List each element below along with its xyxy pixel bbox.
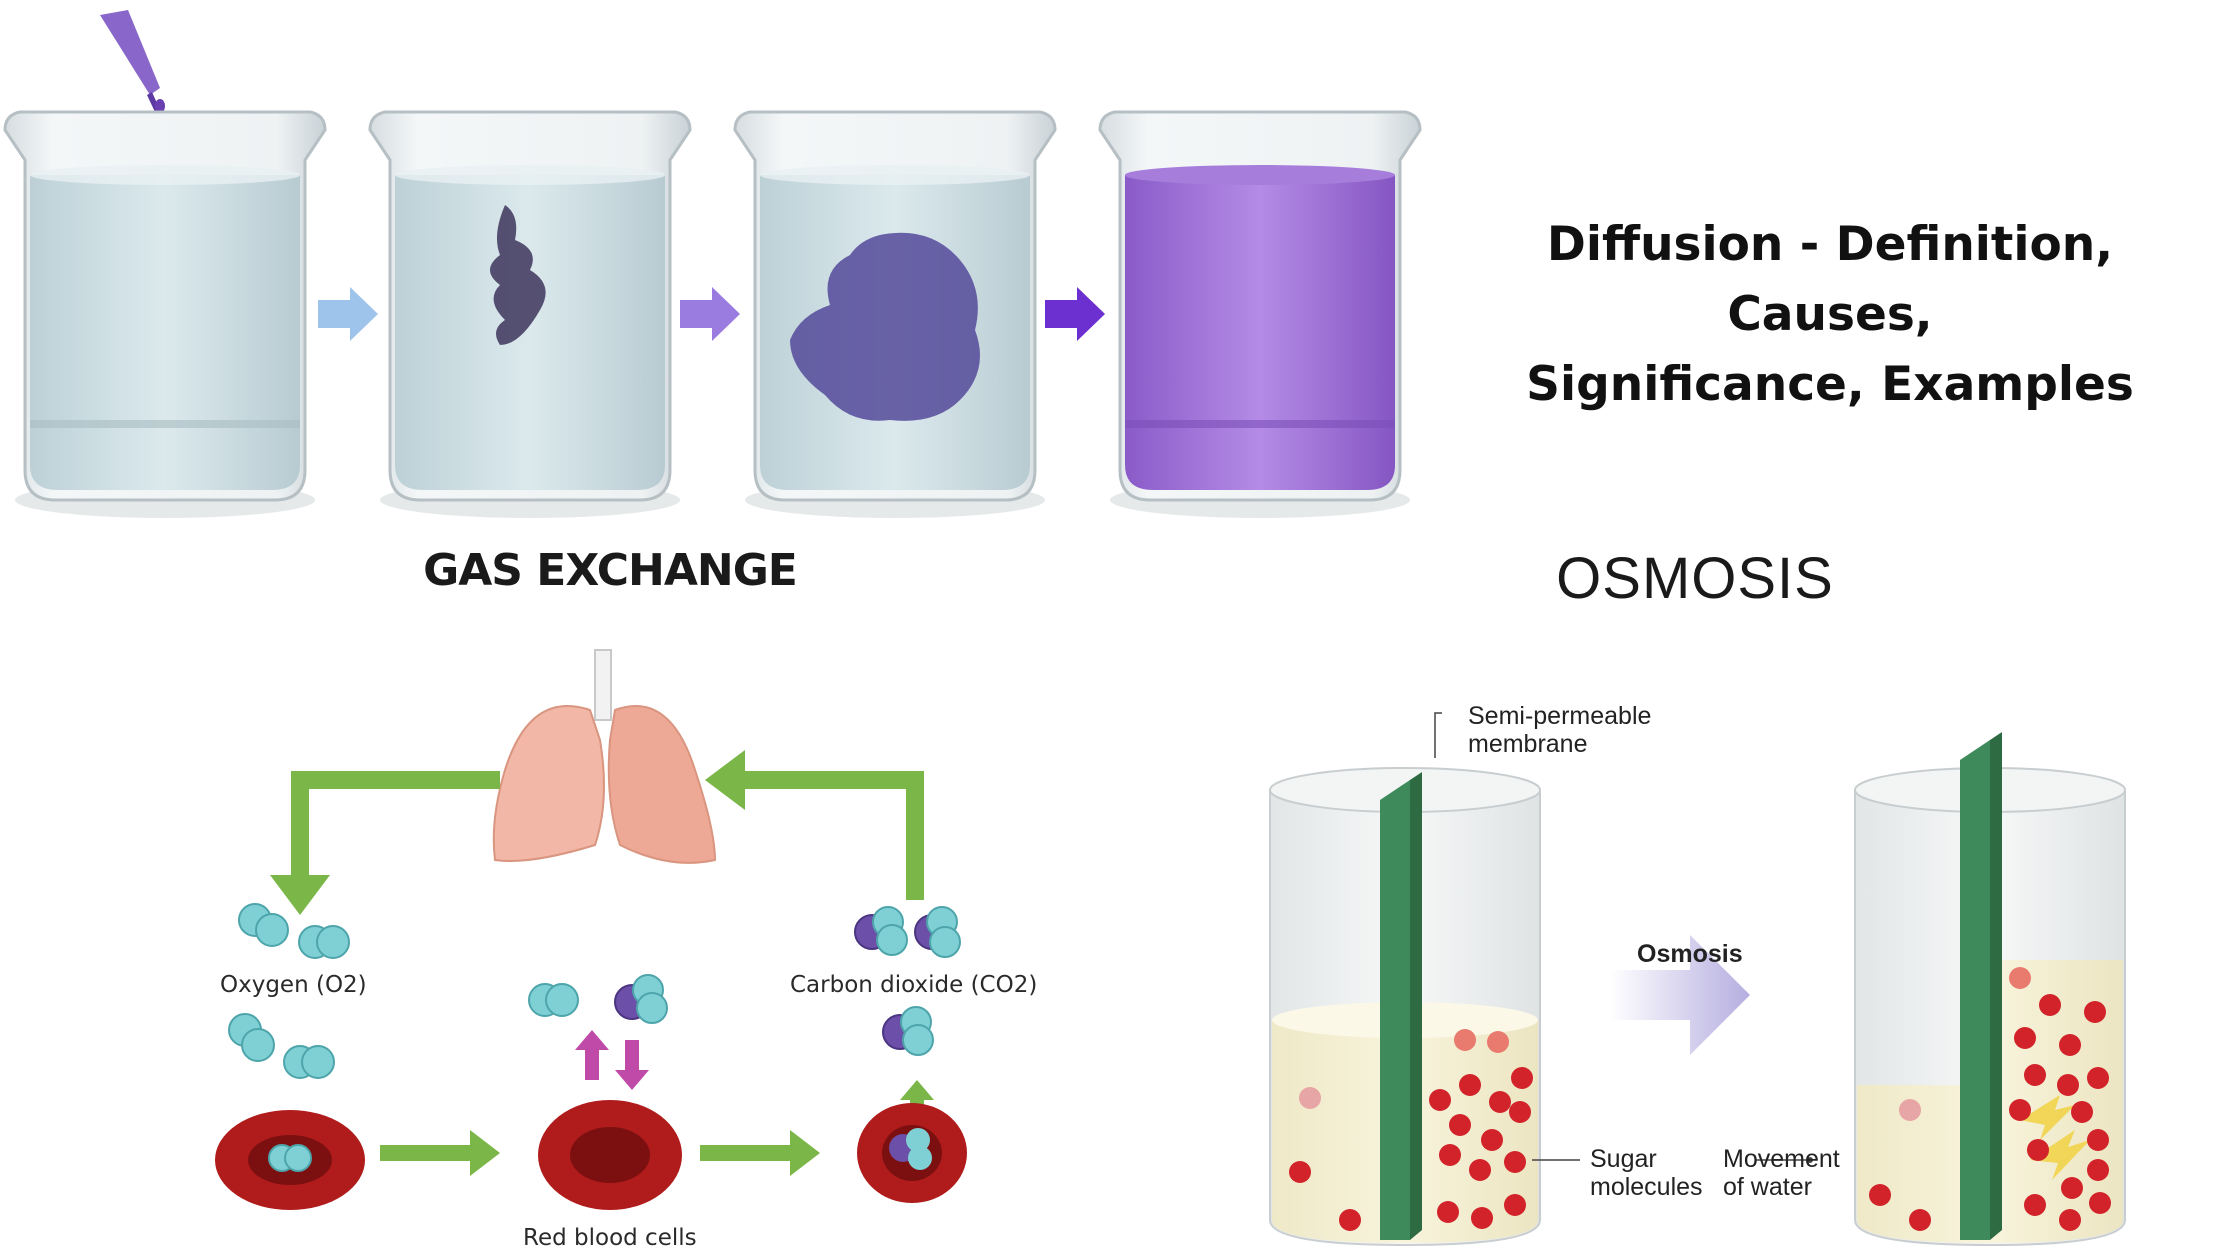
trachea-icon [594, 649, 612, 721]
sugar-label-line-1: Sugar [1590, 1145, 1657, 1173]
arrow-right-icon [680, 287, 740, 341]
red-blood-cell-icon [538, 1100, 682, 1210]
co2-label: Carbon dioxide (CO2) [790, 972, 1038, 998]
red-blood-cell-icon [215, 1110, 365, 1210]
red-blood-cells-label: Red blood cells [523, 1225, 697, 1251]
beaker-3-dye-spreading [733, 110, 1057, 518]
arrow-right-icon [318, 287, 378, 341]
osmosis-arrow-icon [1610, 935, 1750, 1055]
red-blood-cell-icon [857, 1103, 967, 1203]
page-title: Diffusion - Definition, Causes, Signific… [1450, 210, 2210, 420]
arrow-right-icon [1045, 287, 1105, 341]
water-flow-arrow-icon [2030, 1130, 2090, 1180]
oxygen-molecule-icon [228, 903, 350, 1079]
osmosis-heading: OSMOSIS [1556, 546, 1834, 611]
gas-exchange-diagram [215, 649, 967, 1210]
osmosis-diagram [1269, 712, 2126, 1247]
sugar-molecules-label: Sugar molecules [1590, 1145, 1703, 1201]
lungs-icon [492, 705, 717, 864]
beaker-4-fully-mixed [1098, 110, 1422, 518]
arrow-right-icon [380, 1130, 500, 1176]
arrow-right-icon [700, 1130, 820, 1176]
membrane-label-line-1: Semi-permeable [1468, 702, 1652, 730]
osmosis-container-after [1854, 732, 2126, 1247]
gas-exchange-heading: GAS EXCHANGE [423, 545, 798, 596]
movement-of-water-label: Movement of water [1723, 1145, 1840, 1201]
sugar-molecule-icon [1289, 1029, 1533, 1231]
sugar-label-line-2: molecules [1590, 1173, 1703, 1201]
dropper-icon [100, 10, 165, 113]
osmosis-arrow-label: Osmosis [1637, 940, 1743, 968]
co2-molecule-icon [854, 906, 961, 1125]
diffusion-beaker-sequence [3, 10, 1422, 518]
page-title-line-1: Diffusion - Definition, Causes, [1546, 217, 2114, 342]
sugar-molecule-icon [1869, 967, 2111, 1231]
water-label-line-1: Movement [1723, 1145, 1840, 1173]
osmosis-container-before [1269, 767, 1541, 1247]
water-flow-arrow-icon [2020, 1095, 2075, 1140]
beaker-1-clear [3, 110, 327, 518]
beaker-2-dye-drop [368, 110, 692, 518]
oxygen-flow-arrow [270, 771, 500, 915]
exchange-molecules-icon [528, 974, 668, 1090]
water-label-line-2: of water [1723, 1173, 1812, 1201]
co2-flow-arrow [705, 750, 924, 900]
oxygen-label: Oxygen (O2) [220, 972, 367, 998]
membrane-label-line-2: membrane [1468, 730, 1588, 758]
page-title-line-2: Significance, Examples [1526, 357, 2134, 412]
membrane-label: Semi-permeable membrane [1468, 702, 1651, 758]
